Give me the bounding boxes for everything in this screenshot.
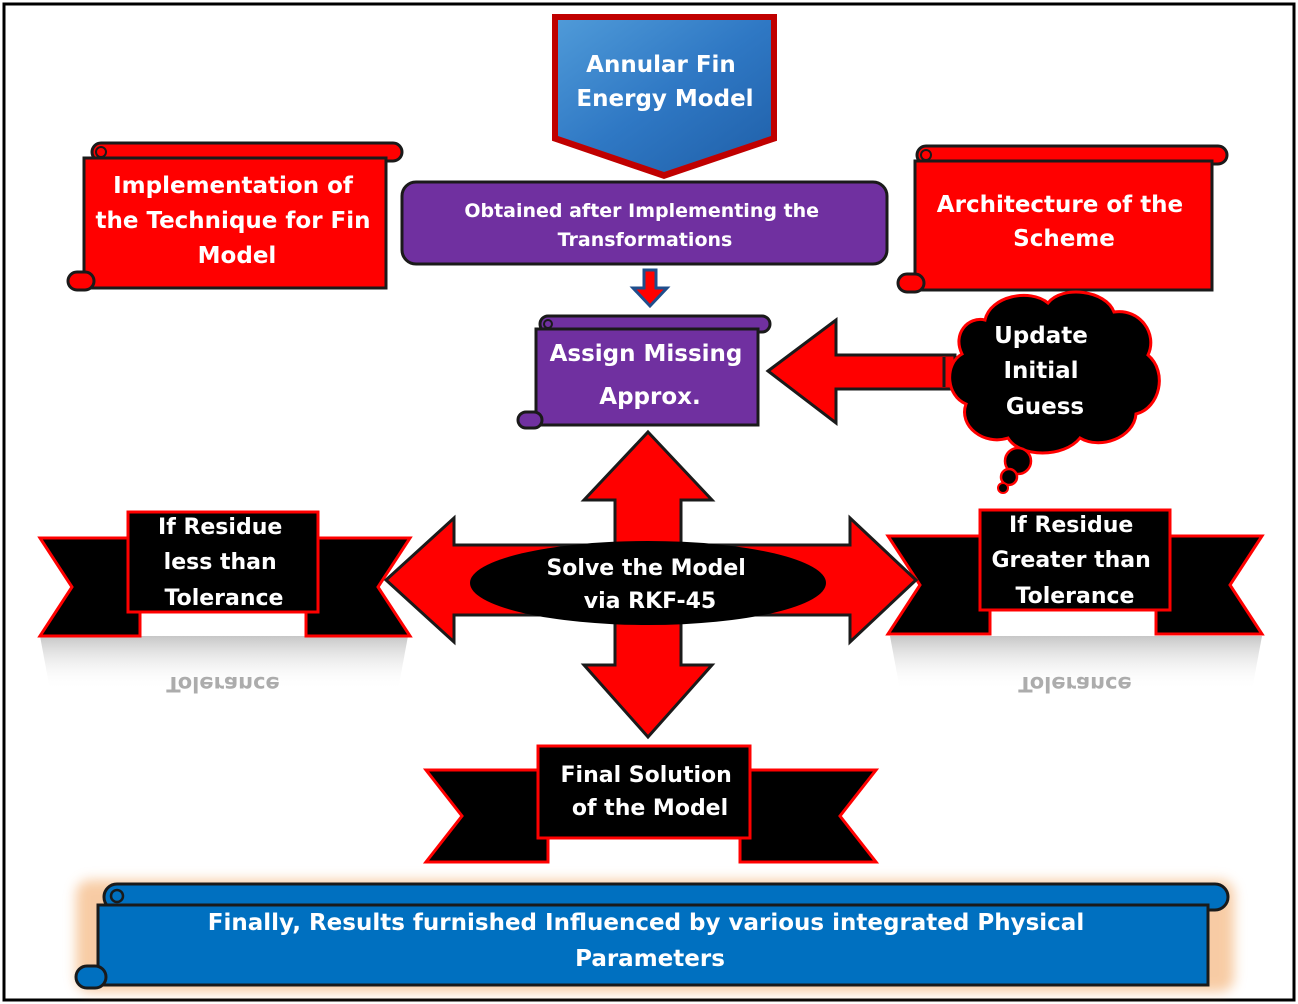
final-solution-node: Final Solution of the Model <box>422 744 880 864</box>
obtained-shape <box>400 180 889 266</box>
annular-fin-node: Annular Fin Energy Model <box>552 14 777 180</box>
final-solution-ribbon-left <box>422 768 550 864</box>
final-solution-ribbon-right <box>738 768 880 864</box>
down-arrow-small <box>629 268 671 309</box>
residue-greater-reflection-text: Tolerance <box>1018 672 1132 696</box>
down-arrow-small-shape <box>629 268 671 309</box>
residue-greater-ribbon-center <box>978 508 1172 612</box>
implementation-scroll-body <box>82 156 388 290</box>
results-label: Finally, Results furnished Influenced by… <box>208 910 1092 972</box>
assign-missing-label: Assign Missing Approx. <box>550 341 751 410</box>
solve-model-label: Solve the Model via RKF-45 <box>546 556 753 614</box>
residue-less-ribbon-right <box>304 536 413 638</box>
update-guess-cloud <box>948 290 1161 455</box>
residue-greater-reflection-shape <box>890 636 1262 690</box>
residue-less-label: If Residue less than Tolerance <box>158 515 290 611</box>
residue-greater-label: If Residue Greater than Tolerance <box>992 513 1159 609</box>
architecture-scroll-bottom <box>896 272 926 294</box>
residue-less-reflection-shape <box>40 636 408 690</box>
cloud-bubble-small <box>997 482 1009 494</box>
residue-greater-ribbon-right <box>1154 534 1265 636</box>
update-guess-node: Update Initial Guess <box>948 290 1161 494</box>
final-solution-ribbon-center <box>536 744 752 840</box>
residue-less-reflection-text: Tolerance <box>166 672 280 696</box>
results-node: Finally, Results furnished Influenced by… <box>74 880 1234 992</box>
annular-fin-label: Annular Fin Energy Model <box>576 52 753 112</box>
results-scroll-curl <box>109 888 125 904</box>
architecture-scroll-body <box>913 159 1214 292</box>
assign-missing-node: Assign Missing Approx. <box>516 314 772 430</box>
assign-scroll-body <box>534 327 760 427</box>
obtained-label: Obtained after Implementing the Transfor… <box>464 200 825 251</box>
obtained-node: Obtained after Implementing the Transfor… <box>400 180 889 266</box>
architecture-node: Architecture of the Scheme <box>896 144 1229 294</box>
results-scroll-body <box>96 903 1210 987</box>
assign-scroll-bottom <box>516 410 544 430</box>
update-guess-label: Update Initial Guess <box>994 323 1096 420</box>
residue-greater-node: If Residue Greater than Tolerance <box>885 508 1265 636</box>
residue-less-ribbon-center <box>126 510 320 614</box>
final-solution-label: Final Solution of the Model <box>561 763 740 821</box>
residue-less-ribbon-left <box>37 536 142 638</box>
cloud-bubble-medium <box>999 467 1019 487</box>
residue-greater-reflection: Tolerance <box>890 636 1262 696</box>
cloud-bubble-large <box>1003 446 1033 476</box>
implementation-scroll-bottom <box>66 270 96 292</box>
annular-fin-fill <box>558 20 771 172</box>
residue-less-node: If Residue less than Tolerance <box>37 510 413 638</box>
implementation-label: Implementation of the Technique for Fin … <box>95 173 378 269</box>
residue-less-reflection: Tolerance <box>40 636 408 696</box>
architecture-label: Architecture of the Scheme <box>937 192 1191 252</box>
solve-model-ellipse <box>470 541 826 625</box>
implementation-node: Implementation of the Technique for Fin … <box>66 141 404 292</box>
results-scroll-bottom <box>74 964 108 990</box>
solve-model-node: Solve the Model via RKF-45 <box>470 541 826 625</box>
